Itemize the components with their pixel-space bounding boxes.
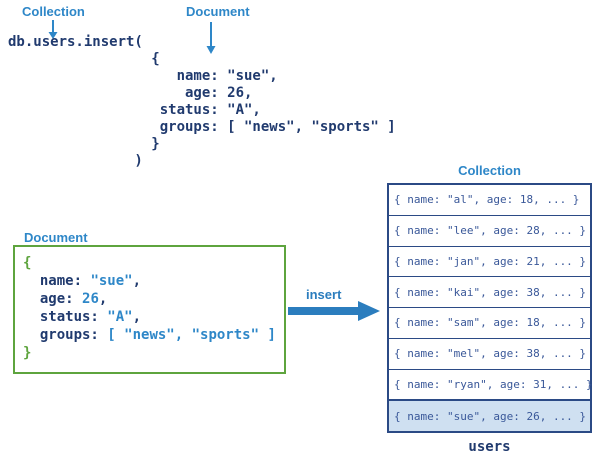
field-key: status: bbox=[23, 309, 108, 325]
close-brace: } bbox=[23, 345, 32, 361]
users-collection-name: users bbox=[468, 439, 511, 455]
collection-pointer-arrow-icon bbox=[48, 20, 58, 39]
collection-table: { name: "al", age: 18, ... } { name: "le… bbox=[387, 183, 593, 433]
collection-label-top: Collection bbox=[22, 4, 85, 19]
field-value: "sue" bbox=[90, 273, 133, 289]
field-value: [ "news", "sports" ] bbox=[107, 327, 276, 343]
field-comma: , bbox=[132, 309, 142, 325]
document-line: groups: [ "news", "sports" ] bbox=[23, 326, 284, 344]
table-row: { name: "al", age: 18, ... } bbox=[389, 185, 590, 216]
document-line: status: "A", bbox=[23, 308, 284, 326]
table-row: { name: "mel", age: 38, ... } bbox=[389, 338, 590, 370]
table-row: { name: "lee", age: 28, ... } bbox=[389, 215, 590, 247]
field-key: age: bbox=[23, 291, 83, 307]
code-line: { bbox=[8, 51, 160, 67]
field-value: "A" bbox=[107, 309, 133, 325]
document-label-top: Document bbox=[186, 4, 250, 19]
code-line: } bbox=[8, 136, 160, 152]
table-row: { name: "jan", age: 21, ... } bbox=[389, 246, 590, 278]
table-row-highlighted: { name: "sue", age: 26, ... } bbox=[389, 400, 590, 431]
document-line: age: 26, bbox=[23, 290, 284, 308]
code-line: name: "sue", bbox=[8, 68, 278, 84]
insert-arrow-icon bbox=[288, 301, 380, 321]
table-row: { name: "kai", age: 38, ... } bbox=[389, 277, 590, 308]
code-line: ) bbox=[8, 153, 143, 169]
field-value: 26 bbox=[82, 291, 99, 307]
document-box-content: { name: "sue", age: 26, status: "A", gro… bbox=[15, 247, 284, 362]
collection-label-table: Collection bbox=[458, 163, 521, 178]
document-box: { name: "sue", age: 26, status: "A", gro… bbox=[13, 245, 286, 374]
code-line: status: "A", bbox=[8, 102, 261, 118]
table-row: { name: "ryan", age: 31, ... } bbox=[389, 369, 593, 401]
field-key: name: bbox=[23, 273, 91, 289]
table-row: { name: "sam", age: 18, ... } bbox=[389, 308, 590, 339]
field-comma: , bbox=[98, 291, 108, 307]
field-key: groups: bbox=[23, 327, 108, 343]
code-line: groups: [ "news", "sports" ] bbox=[8, 119, 396, 135]
insert-code-snippet: db.users.insert( { name: "sue", age: 26,… bbox=[8, 34, 396, 170]
insert-label: insert bbox=[306, 287, 342, 302]
field-comma: , bbox=[132, 273, 142, 289]
code-line: db.users.insert( bbox=[8, 34, 143, 50]
document-line: name: "sue", bbox=[23, 272, 284, 290]
document-pointer-arrow-icon bbox=[206, 22, 216, 54]
document-label-box: Document bbox=[24, 230, 88, 245]
code-line: age: 26, bbox=[8, 85, 253, 101]
open-brace: { bbox=[23, 255, 32, 271]
